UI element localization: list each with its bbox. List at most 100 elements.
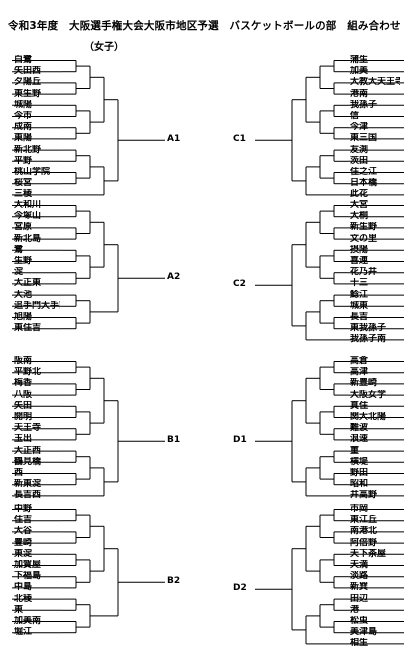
team-c2-6: 喜連 — [350, 256, 369, 266]
team-d2-13: 相生 — [350, 638, 369, 649]
team-b2-12: 堀江 — [14, 627, 33, 638]
team-a1-6: 今市 — [14, 111, 33, 121]
team-c2-3: 新生野 — [350, 222, 378, 233]
team-b2-7: 下福島 — [14, 571, 42, 582]
team-d1-10: 横堤 — [350, 456, 369, 467]
team-a2-1: 大和川 — [14, 200, 42, 210]
block-label-d1: D1 — [233, 435, 247, 446]
team-c2-4: 文の里 — [350, 233, 378, 244]
team-d2-5: 天下茶屋 — [350, 548, 387, 559]
team-a2-3: 宮原 — [14, 222, 33, 233]
team-b1-1: 阪南 — [14, 356, 33, 366]
team-b1-8: 玉出 — [14, 434, 33, 445]
team-b2-8: 中島 — [14, 582, 33, 593]
team-d1-8: 浪速 — [350, 434, 369, 445]
team-b1-13: 長吉西 — [14, 490, 42, 501]
team-c1-6: 信 — [350, 111, 360, 121]
team-c2-11: 長吉 — [350, 312, 369, 322]
block-label-d2: D2 — [233, 583, 247, 594]
team-b1-11: 西 — [14, 468, 24, 478]
team-d1-11: 野田 — [350, 468, 369, 478]
team-d2-2: 東江丘 — [350, 515, 378, 526]
team-c2-13: 我孫子南 — [350, 334, 387, 345]
team-c2-5: 摂陽 — [350, 244, 369, 255]
team-c1-10: 茨田 — [350, 155, 369, 166]
team-d2-3: 南港北 — [350, 526, 378, 537]
block-label-a2: A2 — [167, 272, 181, 283]
team-c1-1: 蒲生 — [350, 55, 369, 65]
team-a2-2: 今塚山 — [14, 211, 42, 222]
team-a1-7: 成南 — [14, 122, 33, 133]
team-b1-12: 新東淀 — [14, 479, 42, 490]
team-a2-4: 新北島 — [14, 233, 42, 244]
block-label-b1: B1 — [167, 435, 181, 446]
team-d1-6: 関大北陽 — [350, 412, 387, 422]
team-b2-6: 加賀屋 — [14, 560, 42, 570]
team-d1-13: 井高野 — [350, 490, 378, 501]
team-a1-12: 桜宮 — [14, 178, 33, 189]
team-a1-1: 白鷺 — [14, 55, 33, 65]
team-a2-7: 淀 — [14, 267, 24, 278]
team-b1-9: 大正西 — [14, 445, 42, 456]
team-b1-3: 梅香 — [14, 378, 33, 389]
team-b2-10: 東 — [14, 604, 24, 615]
team-d1-3: 新豊崎 — [350, 378, 378, 389]
team-d2-1: 市岡 — [350, 504, 369, 514]
team-b1-10: 鶴見橋 — [14, 456, 42, 467]
team-d2-8: 新巽 — [350, 582, 369, 593]
team-a2-10: 追手門大手前 — [14, 300, 60, 311]
team-c1-13: 此花 — [350, 189, 369, 200]
team-d1-9: 菫 — [350, 445, 360, 456]
team-b2-11: 加美南 — [14, 616, 42, 626]
team-d1-5: 真住 — [350, 400, 369, 411]
team-b1-2: 平野北 — [14, 367, 42, 378]
block-label-c1: C1 — [233, 134, 246, 145]
block-label-a1: A1 — [167, 134, 181, 145]
team-c1-7: 今津 — [350, 122, 369, 133]
team-d2-7: 淡路 — [350, 571, 369, 582]
team-d2-6: 天満 — [350, 560, 369, 570]
team-a1-4: 東生野 — [14, 88, 42, 99]
team-b2-2: 住吉 — [14, 515, 33, 526]
team-c2-12: 東我孫子 — [350, 323, 387, 334]
team-c1-5: 我孫子 — [350, 99, 378, 110]
team-a1-3: 夕陽丘 — [14, 77, 42, 88]
team-c2-10: 城東 — [350, 300, 369, 311]
team-a1-13: 三稜 — [14, 189, 33, 200]
team-c2-9: 鯰江 — [350, 289, 369, 300]
team-c1-4: 港南 — [350, 88, 369, 99]
team-c1-3: 大教大天王寺 — [350, 77, 400, 88]
team-b1-6: 開明 — [14, 412, 33, 422]
team-b1-7: 天王寺 — [14, 423, 42, 434]
block-label-b2: B2 — [167, 576, 181, 587]
page-title: 令和3年度 大阪選手権大会大阪市地区予選 バスケットボールの部 組み合わせ — [8, 20, 401, 32]
page-subtitle: （女子） — [84, 42, 124, 53]
team-b1-4: 八阪 — [14, 389, 33, 400]
team-a2-11: 旭陽 — [14, 312, 33, 322]
team-d1-7: 難波 — [350, 423, 369, 434]
team-a1-8: 東陽 — [14, 133, 33, 144]
team-d1-4: 大阪女学 — [350, 389, 387, 400]
team-a2-12: 東住吉 — [14, 323, 42, 334]
team-a1-5: 城陽 — [14, 99, 33, 110]
team-d2-11: 松虫 — [350, 616, 369, 626]
team-c2-8: 十三 — [350, 278, 369, 289]
team-c1-12: 日本橋 — [350, 178, 378, 189]
team-b1-5: 矢田 — [14, 400, 33, 411]
team-c1-11: 住之江 — [350, 167, 378, 177]
team-a2-8: 大正東 — [14, 278, 42, 289]
team-d2-4: 阿倍野 — [350, 537, 378, 548]
team-a2-9: 大池 — [14, 289, 33, 300]
team-d1-1: 高倉 — [350, 356, 369, 366]
team-b2-5: 東淀 — [14, 548, 33, 559]
team-a1-10: 平野 — [14, 155, 33, 166]
team-b2-3: 大谷 — [14, 526, 33, 537]
team-c2-2: 大桐 — [350, 211, 369, 222]
team-d2-10: 港 — [350, 604, 360, 615]
team-d1-2: 高津 — [350, 367, 369, 378]
team-a2-6: 生野 — [14, 256, 33, 266]
team-a1-9: 新北野 — [14, 144, 42, 155]
team-b2-9: 北稜 — [14, 593, 33, 604]
